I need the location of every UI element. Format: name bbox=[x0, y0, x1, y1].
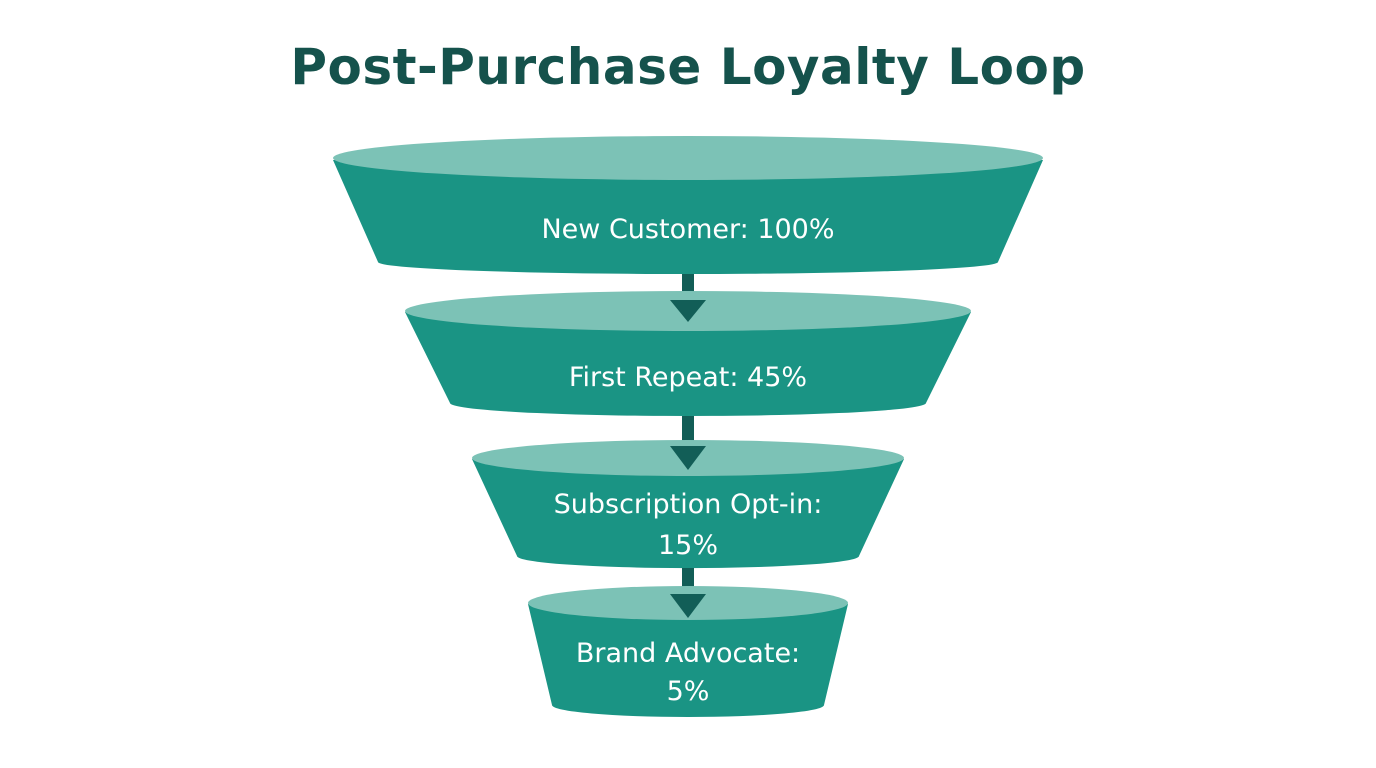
diagram-title: Post-Purchase Loyalty Loop bbox=[290, 38, 1086, 96]
funnel-stage-new-customer: New Customer: 100% bbox=[333, 136, 1043, 274]
stage-label: First Repeat: 45% bbox=[569, 362, 807, 393]
stage-label: Subscription Opt-in: bbox=[554, 489, 823, 520]
funnel-stage-first-repeat: First Repeat: 45% bbox=[405, 291, 971, 416]
funnel-stage-subscription-opt-in: Subscription Opt-in: 15% bbox=[472, 440, 904, 569]
funnel-stage-brand-advocate: Brand Advocate: 5% bbox=[528, 586, 848, 717]
stage-value: 5% bbox=[667, 676, 710, 707]
stage-label: Brand Advocate: bbox=[576, 638, 800, 669]
stage-value: 15% bbox=[658, 530, 718, 561]
stage-label: New Customer: 100% bbox=[541, 214, 834, 245]
